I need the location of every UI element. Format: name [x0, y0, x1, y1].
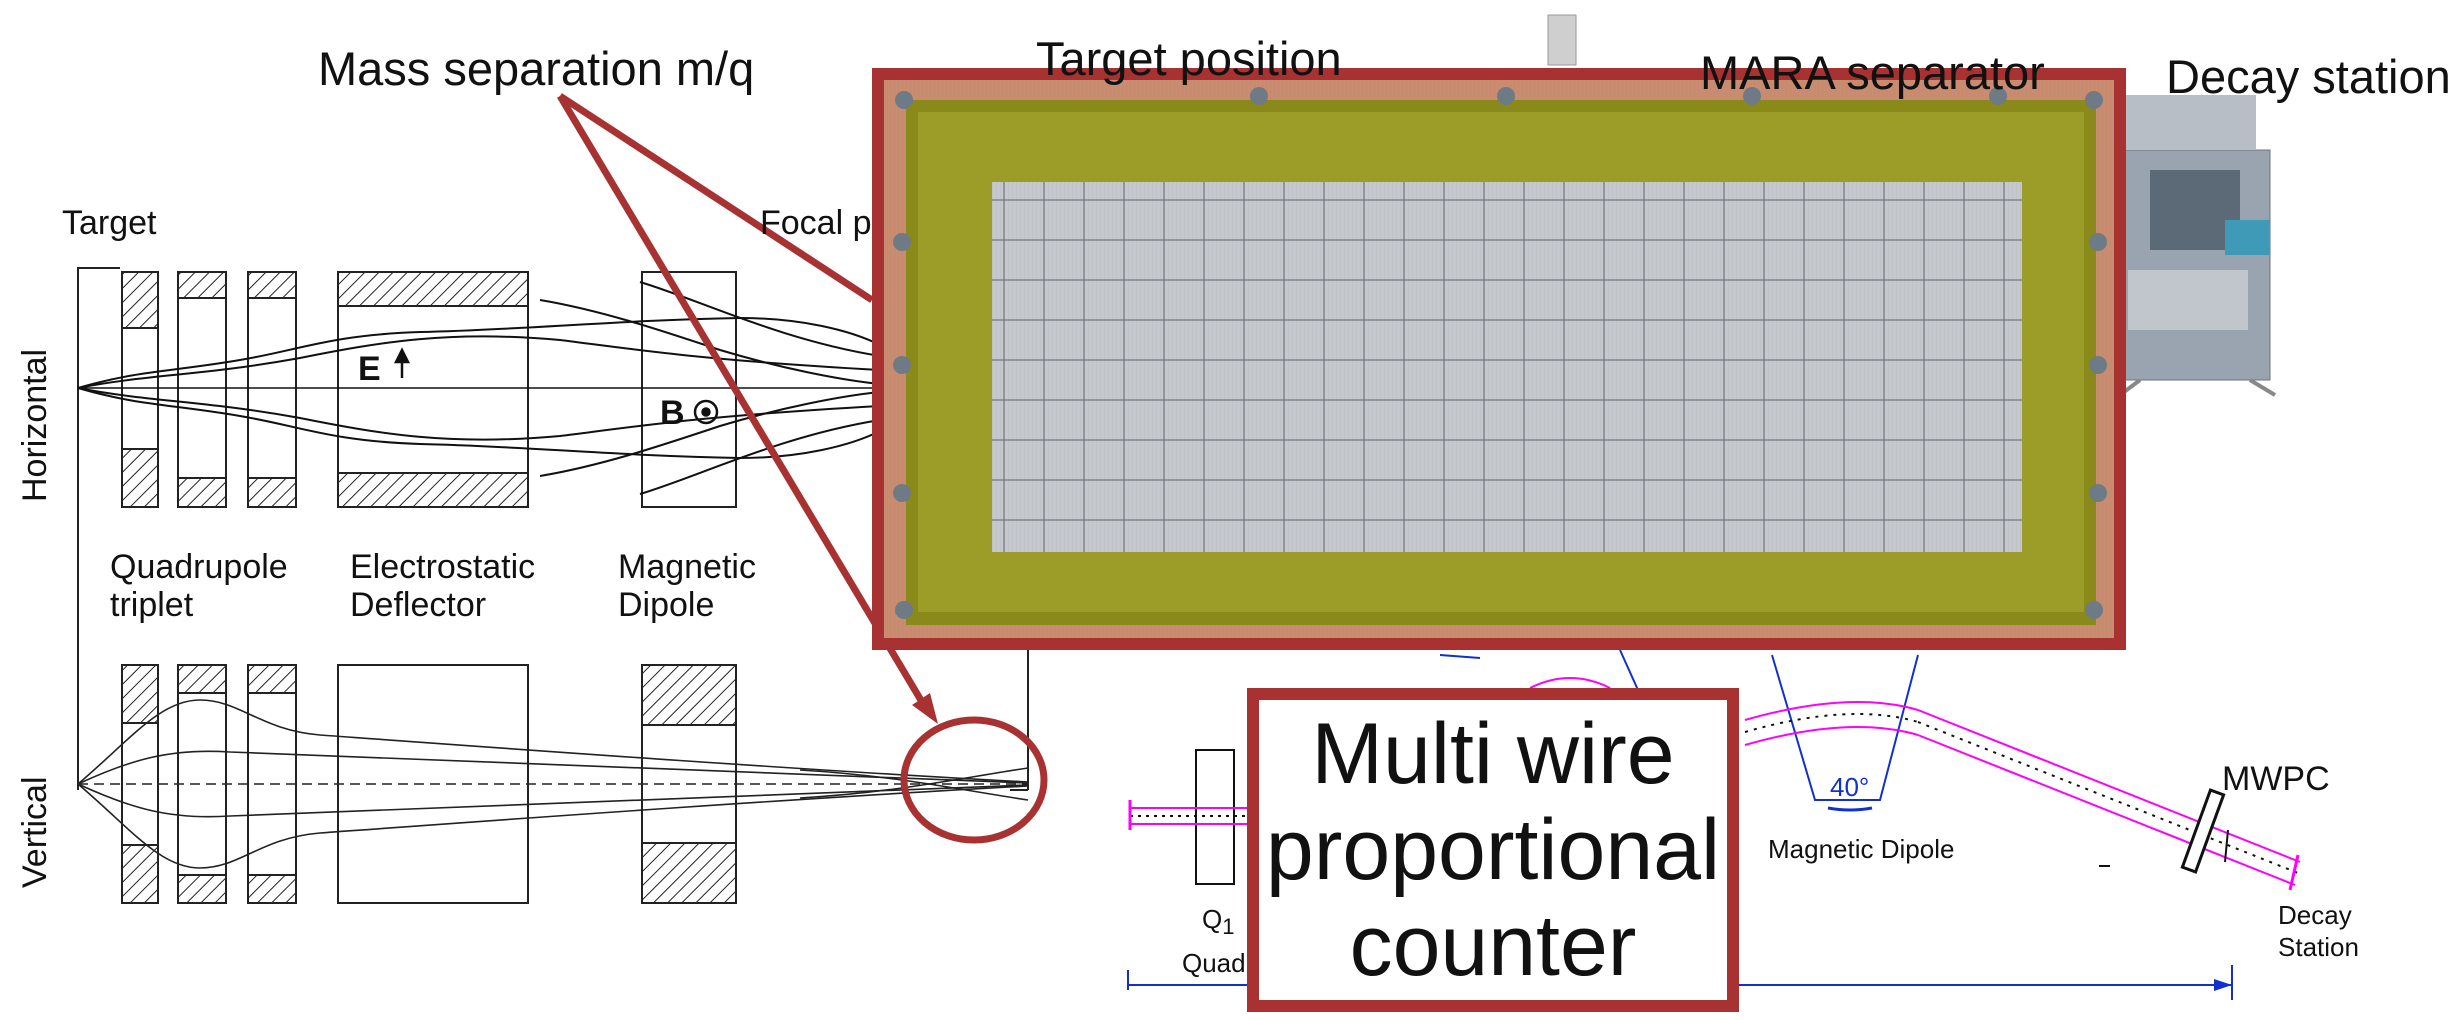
q1-subscript: 1	[1222, 914, 1235, 940]
e-field-label: E	[358, 350, 381, 388]
mass-separation-label: Mass separation m/q	[318, 42, 755, 95]
decay-station-layout-label-2: Station	[2278, 932, 2359, 962]
deflector-label-1: Electrostatic	[350, 548, 536, 586]
target-position-label: Target position	[1036, 32, 1342, 85]
focal-plane-line	[1010, 650, 1029, 791]
field-symbols	[393, 347, 719, 425]
trajectories-horizontal	[77, 281, 881, 495]
mara-separator-label: MARA separator	[1700, 46, 2045, 99]
deflector-label-2: Deflector	[350, 586, 487, 624]
decay-station-layout-label-1: Decay	[2278, 900, 2352, 930]
magnetic-dipole-vertical	[641, 664, 737, 904]
callout-pointers	[556, 93, 1048, 844]
dipole-label-2: Dipole	[618, 586, 715, 624]
callout-line-2: proportional	[1265, 801, 1721, 898]
quadrupole-label-1: Quadrupole	[110, 548, 288, 586]
decay-station-title: Decay station	[2166, 50, 2451, 103]
b-field-label: B	[660, 394, 685, 432]
q1-label: Q1	[1202, 904, 1235, 940]
decay-station-sketch	[1547, 14, 2277, 397]
quadrupole-label-2: triplet	[110, 586, 194, 624]
trajectories-vertical	[77, 699, 1029, 869]
mwpc-photo	[872, 68, 2126, 650]
focal-plane-label: Focal p	[760, 204, 872, 242]
angle-label: 40°	[1830, 772, 1870, 802]
callout-line-1: Multi wire	[1311, 705, 1675, 802]
electrostatic-deflector-horizontal	[337, 271, 529, 508]
mwpc-label: MWPC	[2222, 760, 2330, 798]
axis-bracket	[77, 267, 120, 790]
pointer-arrowhead	[912, 693, 938, 724]
dipole-label-1: Magnetic	[618, 548, 756, 586]
mwpc-callout-box: Multi wire proportional counter	[1247, 688, 1739, 1012]
horizontal-axis-label: Horizontal	[16, 348, 54, 502]
target-label: Target	[62, 204, 157, 242]
vertical-axis-label: Vertical	[16, 776, 54, 889]
quadrupole-triplet-horizontal	[121, 271, 297, 508]
magnetic-dipole-layout-label: Magnetic Dipole	[1768, 834, 1955, 864]
quadrupole-partial-label: Quad	[1182, 948, 1246, 978]
quadrupole-triplet-vertical	[121, 664, 297, 904]
callout-line-3: counter	[1349, 898, 1637, 995]
q1-letter: Q	[1202, 904, 1223, 934]
